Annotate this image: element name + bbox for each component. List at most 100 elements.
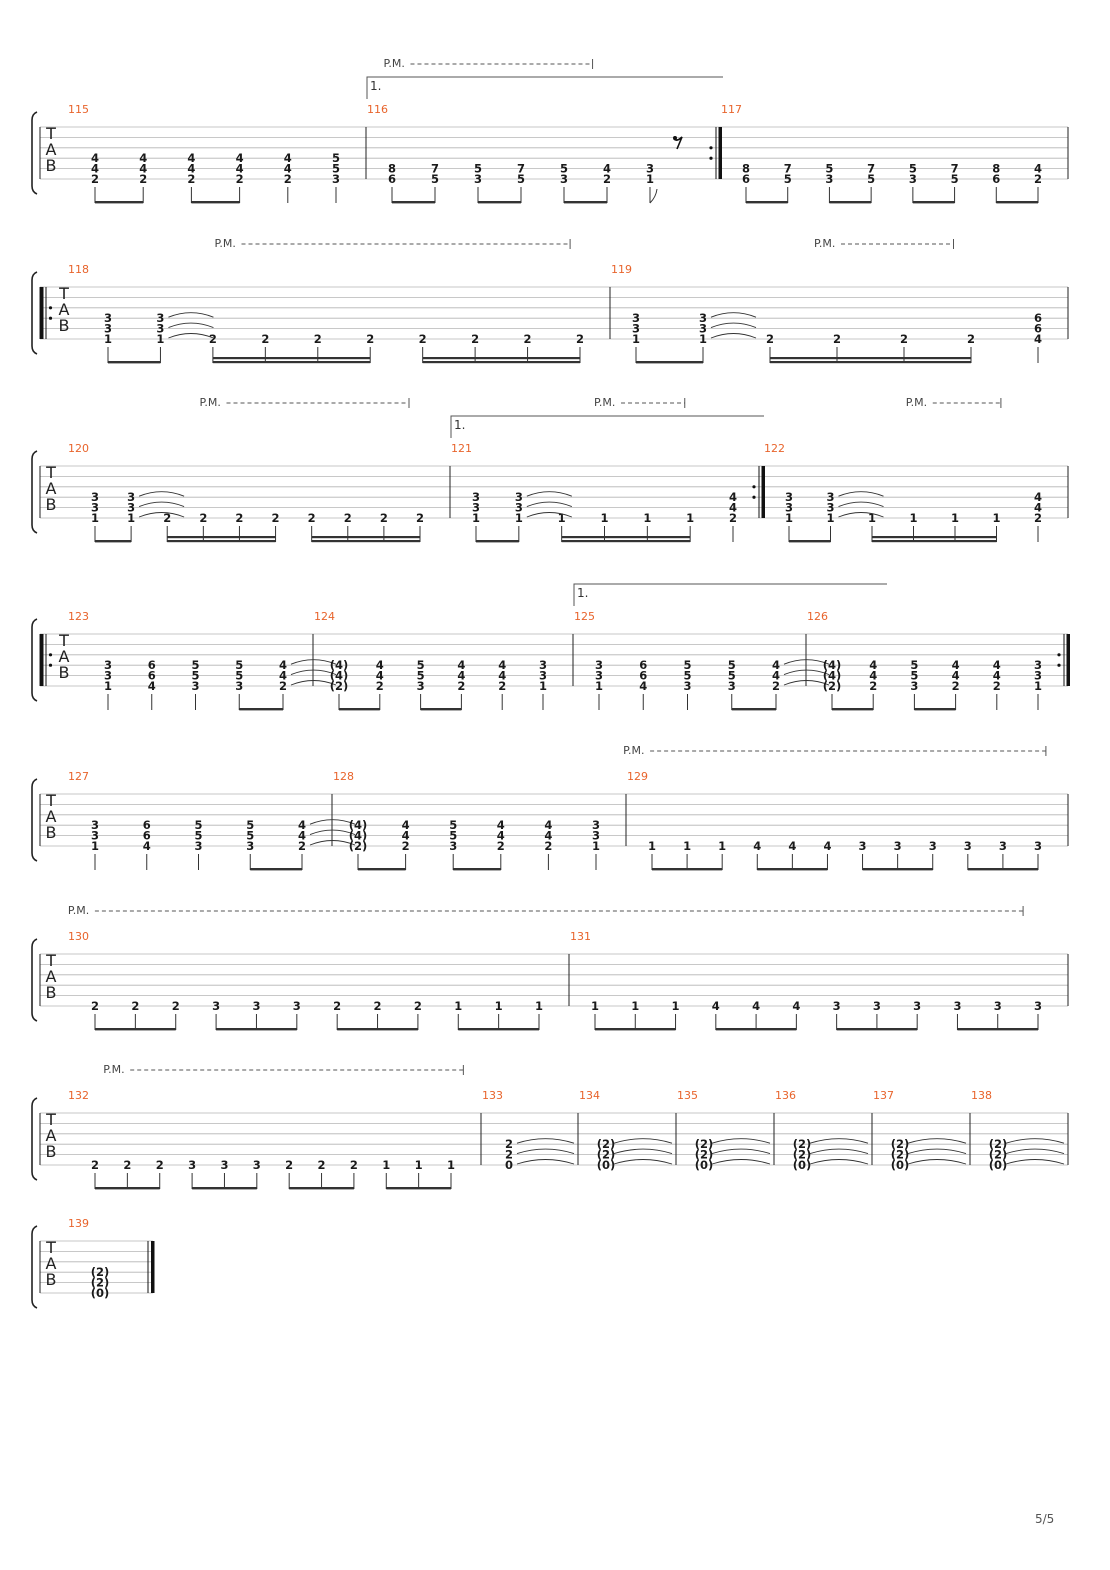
fret-number: 3 — [104, 322, 112, 336]
fret-number: 3 — [449, 839, 457, 853]
fret-number: 2 — [344, 511, 352, 525]
fret-number: 6 — [143, 818, 151, 832]
volta-label: 1. — [454, 418, 465, 432]
fret-number: 3 — [825, 172, 833, 186]
fret-number: 4 — [91, 151, 99, 165]
tie — [710, 312, 757, 318]
fret-number: 5 — [194, 829, 202, 843]
fret-number: 1 — [515, 511, 523, 525]
beam-secondary — [212, 357, 371, 360]
fret-number: 5 — [332, 162, 340, 176]
measure: 134(2)(2)(0) — [579, 1089, 677, 1172]
fret-number: 4 — [187, 162, 195, 176]
fret-number: 2 — [261, 332, 269, 346]
fret-number: (2) — [989, 1148, 1008, 1162]
fret-number: 4 — [498, 669, 506, 683]
beam — [95, 540, 132, 543]
fret-number: 3 — [910, 679, 918, 693]
fret-number: 1 — [595, 679, 603, 693]
palm-mute-label: P.M. — [623, 744, 644, 757]
tie — [290, 659, 337, 665]
fret-number: 2 — [869, 679, 877, 693]
fret-number: 3 — [246, 839, 254, 853]
tie — [711, 1148, 771, 1155]
volta-label: 1. — [577, 586, 588, 600]
measure-number: 133 — [482, 1089, 503, 1102]
fret-number: 1 — [868, 511, 876, 525]
fret-number: 4 — [279, 669, 287, 683]
fret-number: 2 — [498, 679, 506, 693]
fret-number: 3 — [994, 999, 1002, 1013]
fret-number: 6 — [388, 172, 396, 186]
fret-number: 1 — [472, 511, 480, 525]
tab-clef-letter: B — [46, 495, 57, 514]
beam — [564, 201, 607, 204]
fret-number: (2) — [330, 679, 349, 693]
beam — [715, 1028, 797, 1031]
fret-number: 1 — [683, 839, 691, 853]
beam — [731, 708, 776, 711]
measure-number: 134 — [579, 1089, 600, 1102]
tab-clef-letter: A — [46, 1126, 57, 1145]
fret-number: 2 — [576, 332, 584, 346]
beam — [420, 708, 462, 711]
fret-number: 1 — [104, 332, 112, 346]
beam — [862, 868, 933, 871]
tab-clef-letter: A — [46, 967, 57, 986]
note-flag — [649, 188, 658, 204]
fret-number: 3 — [560, 172, 568, 186]
fret-number: 5 — [235, 658, 243, 672]
beam — [337, 1028, 418, 1031]
fret-number: 1 — [992, 511, 1000, 525]
fret-number: 1 — [535, 999, 543, 1013]
fret-number: (2) — [695, 1148, 714, 1162]
fret-number: 4 — [298, 829, 306, 843]
tie — [838, 512, 884, 518]
fret-number: 1 — [558, 511, 566, 525]
beam — [789, 540, 831, 543]
beam — [914, 708, 956, 711]
fret-number: 5 — [191, 658, 199, 672]
beam — [289, 1187, 354, 1190]
beam — [192, 1187, 257, 1190]
beam — [358, 868, 406, 871]
fret-number: 1 — [591, 999, 599, 1013]
fret-number: 3 — [859, 839, 867, 853]
fret-number: 4 — [753, 839, 761, 853]
tie — [138, 491, 185, 497]
tab-clef-letter: A — [59, 300, 70, 319]
fret-number: 5 — [728, 669, 736, 683]
fret-number: 4 — [236, 162, 244, 176]
repeat-dot — [48, 663, 53, 667]
fret-number: 1 — [539, 679, 547, 693]
beam — [339, 708, 380, 711]
fret-number: 2 — [900, 332, 908, 346]
fret-number: 3 — [826, 501, 834, 515]
beam-secondary — [167, 536, 276, 539]
measure-number: 137 — [873, 1089, 894, 1102]
fret-number: 2 — [279, 679, 287, 693]
fret-number: 4 — [1034, 162, 1042, 176]
fret-number: 5 — [417, 658, 425, 672]
tie — [526, 501, 572, 508]
fret-number: 3 — [595, 669, 603, 683]
fret-number: 3 — [91, 501, 99, 515]
tie — [783, 659, 830, 665]
fret-number: 2 — [187, 172, 195, 186]
tie — [809, 1148, 869, 1155]
beam-secondary — [770, 357, 971, 360]
fret-number: 7 — [517, 162, 525, 176]
fret-number: 3 — [235, 679, 243, 693]
fret-number: 6 — [992, 172, 1000, 186]
fret-number: 5 — [951, 172, 959, 186]
fret-number: 4 — [729, 501, 737, 515]
fret-number: 6 — [639, 669, 647, 683]
fret-number: 3 — [156, 311, 164, 325]
tab-clef-letter: T — [45, 1238, 56, 1257]
fret-number: 1 — [672, 999, 680, 1013]
